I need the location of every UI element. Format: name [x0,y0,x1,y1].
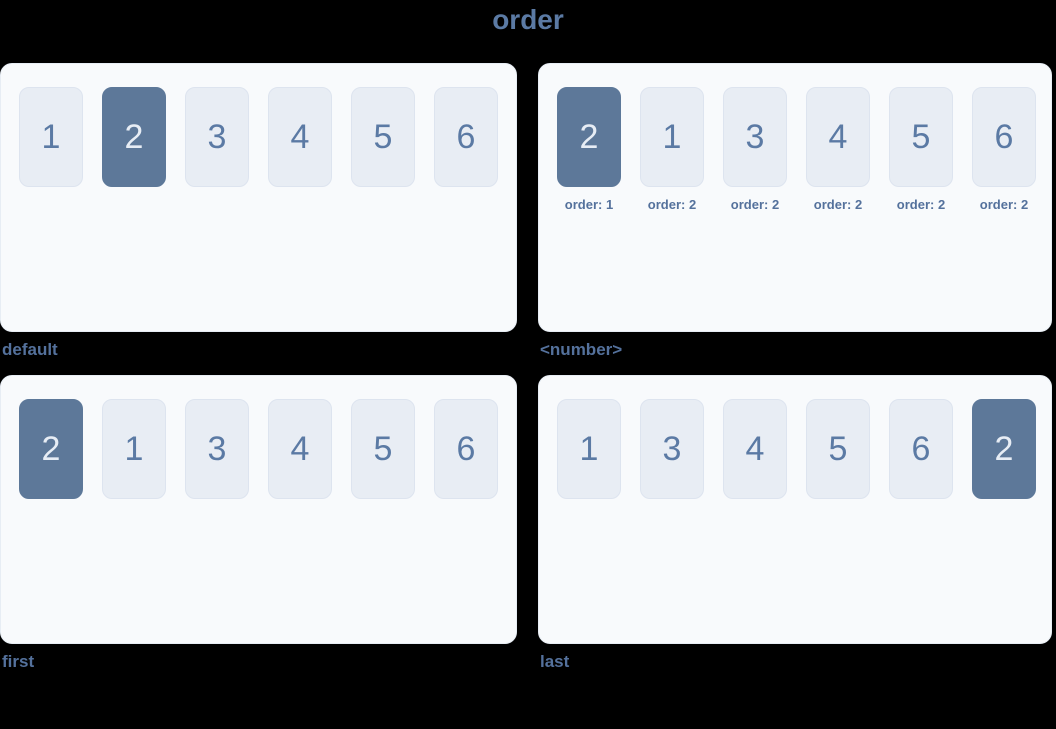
flex-item: 6 [889,399,953,499]
item-card: 2 [19,399,83,499]
item-card: 5 [351,87,415,187]
page-title: order [492,4,564,35]
panel-default: 1 2 3 4 5 6 [0,63,517,332]
item-card: 3 [640,399,704,499]
panel-first: 2 1 3 4 5 6 [0,375,517,644]
flex-item: 1 [19,87,83,187]
item-card: 3 [185,399,249,499]
item-card: 4 [268,399,332,499]
flex-item: 1 [102,399,166,499]
flex-item: 6 [434,399,498,499]
flex-item: 6 order: 2 [972,87,1036,212]
flex-item: 5 [351,87,415,187]
panel-caption-number: <number> [540,340,623,359]
items-row-last: 1 3 4 5 6 2 [557,399,1036,499]
flex-item: 2 [19,399,83,499]
flex-item: 6 [434,87,498,187]
item-card: 1 [557,399,621,499]
item-card: 6 [972,87,1036,187]
items-row-first: 2 1 3 4 5 6 [19,399,498,499]
item-card: 1 [19,87,83,187]
flex-item: 4 [268,399,332,499]
item-card: 3 [723,87,787,187]
flex-item: 5 [351,399,415,499]
item-card: 4 [268,87,332,187]
flex-item: 3 [185,87,249,187]
panel-number: 2 order: 1 1 order: 2 3 order: 2 4 order… [538,63,1052,332]
flex-item: 3 order: 2 [723,87,787,212]
panel-caption-default: default [2,340,58,359]
flex-item: 3 [640,399,704,499]
flex-item: 5 [806,399,870,499]
items-row-number: 2 order: 1 1 order: 2 3 order: 2 4 order… [557,87,1036,212]
item-card: 2 [102,87,166,187]
item-card: 2 [557,87,621,187]
flex-item: 3 [185,399,249,499]
flex-item: 4 [723,399,787,499]
item-order-label: order: 2 [647,197,697,212]
flex-item: 5 order: 2 [889,87,953,212]
item-card: 4 [723,399,787,499]
item-card: 3 [185,87,249,187]
item-card: 6 [434,87,498,187]
item-order-label: order: 1 [564,197,614,212]
panel-cell-default: 1 2 3 4 5 6 default [0,63,517,359]
items-row-default: 1 2 3 4 5 6 [19,87,498,187]
item-card: 1 [640,87,704,187]
panel-last: 1 3 4 5 6 2 [538,375,1052,644]
flex-item: 4 order: 2 [806,87,870,212]
panel-cell-last: 1 3 4 5 6 2 last [538,375,1052,671]
flex-item: 4 [268,87,332,187]
demo-grid: 1 2 3 4 5 6 default 2 order: 1 1 order: … [0,63,1056,671]
item-card: 1 [102,399,166,499]
item-order-label: order: 2 [813,197,863,212]
item-card: 4 [806,87,870,187]
item-card: 5 [351,399,415,499]
flex-item: 2 [972,399,1036,499]
panel-cell-number: 2 order: 1 1 order: 2 3 order: 2 4 order… [538,63,1052,359]
item-card: 2 [972,399,1036,499]
item-card: 5 [806,399,870,499]
item-order-label: order: 2 [979,197,1029,212]
flex-item: 1 order: 2 [640,87,704,212]
panel-caption-last: last [540,652,570,671]
item-card: 5 [889,87,953,187]
flex-item: 1 [557,399,621,499]
item-card: 6 [434,399,498,499]
panel-cell-first: 2 1 3 4 5 6 first [0,375,517,671]
item-order-label: order: 2 [896,197,946,212]
flex-item: 2 [102,87,166,187]
item-order-label: order: 2 [730,197,780,212]
flex-item: 2 order: 1 [557,87,621,212]
panel-caption-first: first [2,652,35,671]
item-card: 6 [889,399,953,499]
